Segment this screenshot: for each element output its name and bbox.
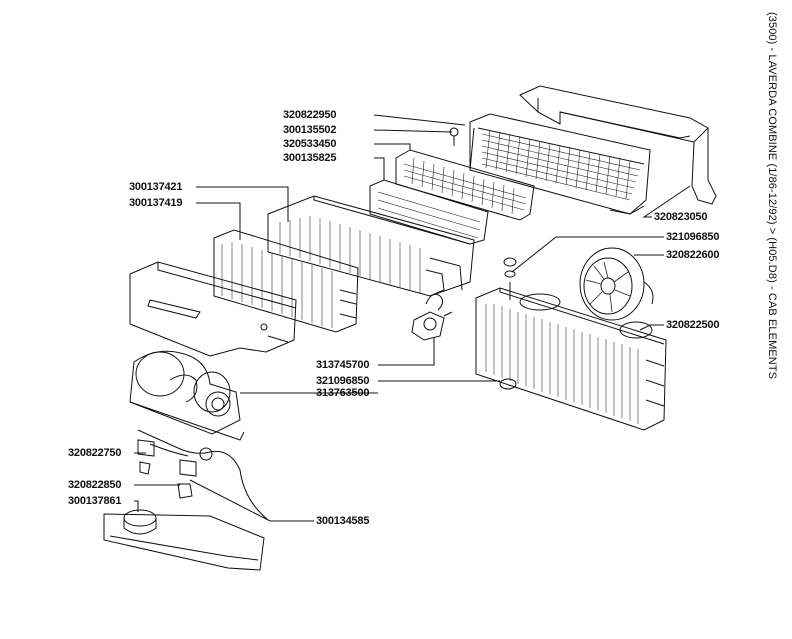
filter-housing-drawing: [449, 113, 651, 215]
part-number-300137421: 300137421: [129, 181, 183, 193]
part-number-300135502: 300135502: [283, 124, 337, 136]
small-parts-drawing: [123, 439, 193, 535]
part-number-320822600: 320822600: [666, 249, 720, 261]
cab-bracket-drawing: [519, 85, 717, 205]
duct-housing-drawing: [129, 261, 297, 357]
part-number-320533450: 320533450: [283, 138, 337, 150]
condenser-drawing: [475, 257, 667, 431]
part-number-300134585: 300134585: [316, 515, 370, 527]
part-number-320823050: 320823050: [654, 211, 708, 223]
part-number-300137419: 300137419: [129, 197, 183, 209]
part-number-321096850-mid: 321096850: [316, 375, 370, 387]
fan-drawing: [579, 247, 654, 321]
part-number-320822950: 320822950: [283, 109, 337, 121]
diagram-title-vertical: (3500) - LAVERDA COMBINE (1/86-12/92) > …: [766, 12, 778, 380]
evaporator-core-drawing: [267, 195, 475, 297]
part-number-300137861: 300137861: [68, 495, 122, 507]
filter-drawing: [369, 179, 489, 245]
part-number-321096850-top: 321096850: [666, 231, 720, 243]
part-number-320822750: 320822750: [68, 447, 122, 459]
part-number-300135825: 300135825: [283, 152, 337, 164]
grille-panel-drawing: [395, 149, 535, 221]
part-number-320822500: 320822500: [666, 319, 720, 331]
part-number-313763500: 313763500: [316, 387, 370, 399]
heater-core-drawing: [213, 229, 359, 333]
part-number-313745700: 313745700: [316, 359, 370, 371]
part-number-320822850: 320822850: [68, 479, 122, 491]
lower-cover-drawing: [103, 513, 265, 571]
leader-lines: [134, 114, 691, 522]
blower-unit-drawing: [129, 350, 269, 521]
valve-drawing: [411, 293, 453, 341]
